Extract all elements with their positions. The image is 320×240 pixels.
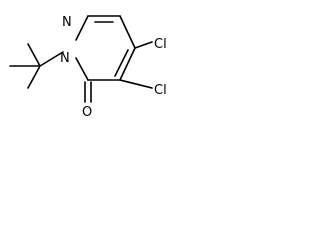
bond-c6-n1 bbox=[75, 57, 89, 81]
bond-n1-cq bbox=[39, 51, 64, 67]
bond-n1-n2 bbox=[75, 15, 89, 41]
bond-c3-c4 bbox=[119, 15, 136, 49]
atom-cl-mid: Cl bbox=[154, 83, 167, 98]
atom-o-carbonyl: O bbox=[82, 105, 92, 120]
atom-cl-top: Cl bbox=[154, 37, 167, 52]
molecule-diagram: Cl Cl N N O bbox=[9, 15, 167, 120]
atom-n-left: N bbox=[62, 15, 72, 30]
bond-cq-me-up bbox=[27, 43, 41, 67]
bond-cq-me-down bbox=[27, 65, 41, 89]
atom-n-sub: N bbox=[60, 51, 70, 66]
ring-bonds bbox=[75, 15, 136, 81]
bond-c4-cl bbox=[134, 41, 153, 49]
bond-c4-c5 bbox=[119, 47, 136, 81]
atom-labels: Cl Cl N N O bbox=[60, 15, 167, 120]
bond-c5-cl bbox=[119, 79, 153, 89]
bond-c4-c5-inner bbox=[114, 49, 129, 77]
substituent-bonds bbox=[9, 41, 153, 103]
